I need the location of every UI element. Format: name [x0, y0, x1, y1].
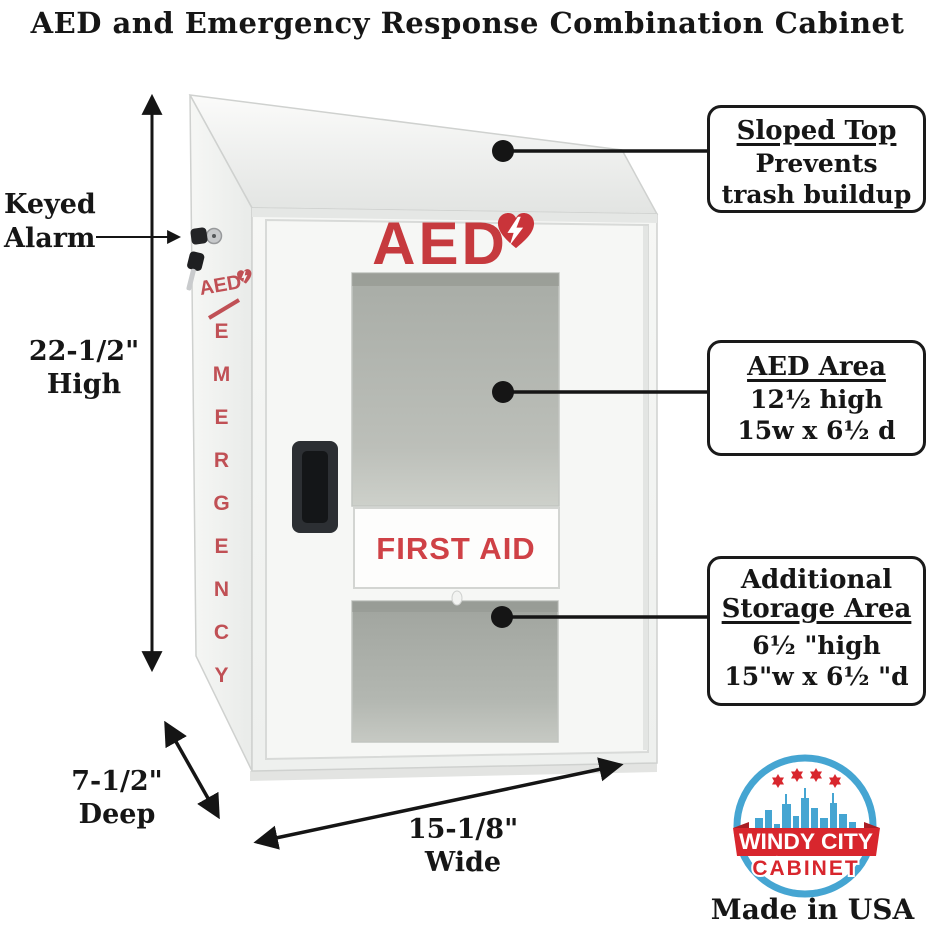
- made-in-usa-label: Made in USA: [710, 893, 915, 926]
- depth-dimension-label: 7-1/2" Deep: [58, 766, 176, 832]
- door-handle: [292, 441, 338, 533]
- storage-window-top-shadow: [352, 601, 558, 612]
- aed-area-callout: AED Area 12½ high 15w x 6½ d: [707, 340, 926, 456]
- sloped-top-body1: Prevents: [755, 148, 878, 178]
- brand-cabinet-text: CABINET: [752, 857, 859, 880]
- first-aid-strip: FIRST AID: [353, 507, 560, 606]
- side-emergency-text: EMERGENCY: [210, 320, 233, 707]
- depth-dimension-arrow: [164, 720, 220, 820]
- storage-area-title1: Additional: [740, 565, 893, 595]
- storage-area-dot: [491, 606, 513, 628]
- sloped-top-body2: trash buildup: [721, 179, 912, 209]
- width-dimension-label: 15-1/8" Wide: [388, 814, 538, 880]
- cabinet-sloped-top: [188, 94, 659, 215]
- key-icon: [186, 251, 205, 291]
- aed-window-top-shadow: [352, 273, 559, 286]
- keyed-alarm-line1: Keyed: [4, 189, 96, 220]
- keyed-alarm-label: Keyed Alarm: [4, 188, 104, 256]
- keyed-alarm-lock: [186, 227, 223, 291]
- aed-area-body1: 12½ high: [750, 384, 883, 414]
- aed-area-body2: 15w x 6½ d: [737, 415, 896, 445]
- height-word: High: [46, 368, 122, 400]
- storage-area-body1: 6½ "high: [752, 631, 881, 661]
- brand-name-text: WINDY CITY: [739, 829, 873, 854]
- width-value: 15-1/8": [407, 814, 519, 845]
- side-slash-mark: [207, 298, 241, 320]
- depth-value: 7-1/2": [71, 766, 163, 797]
- key-icon: [190, 227, 208, 245]
- storage-area-title2: Storage Area: [721, 594, 912, 625]
- heart-bolt-icon: [497, 212, 535, 249]
- aed-window: [351, 272, 560, 507]
- aed-area-dot: [492, 381, 514, 403]
- door-aed-text: AED: [372, 210, 508, 277]
- page-title: AED and Emergency Response Combination C…: [30, 6, 905, 40]
- sloped-top-callout: Sloped Top Prevents trash buildup: [707, 105, 926, 213]
- aed-area-title: AED Area: [747, 352, 886, 382]
- width-word: Wide: [424, 846, 502, 878]
- sloped-top-title: Sloped Top: [736, 116, 897, 146]
- width-dimension-arrow: [253, 757, 624, 850]
- depth-word: Deep: [78, 798, 156, 830]
- cabinet-top-edge: [252, 208, 657, 223]
- windy-city-logo: WINDY CITY CABINET: [733, 754, 880, 898]
- keyed-alarm-line2: Alarm: [4, 222, 96, 254]
- height-dimension-label: 22-1/2" High: [20, 336, 148, 402]
- storage-window: [351, 600, 559, 743]
- door-hinge-strip: [643, 226, 648, 750]
- storage-area-body2: 15"w x 6½ "d: [724, 662, 909, 692]
- storage-area-callout: Additional Storage Area 6½ "high 15"w x …: [707, 556, 926, 706]
- door-aed-logo: AED: [372, 210, 535, 277]
- height-value: 22-1/2": [28, 336, 140, 367]
- cabinet-windows: [351, 272, 560, 743]
- door-hole: [451, 590, 463, 606]
- callout-connectors: [502, 149, 708, 619]
- logo-banner: WINDY CITY: [733, 822, 880, 856]
- sloped-top-dot: [492, 140, 514, 162]
- first-aid-text: FIRST AID: [376, 531, 535, 566]
